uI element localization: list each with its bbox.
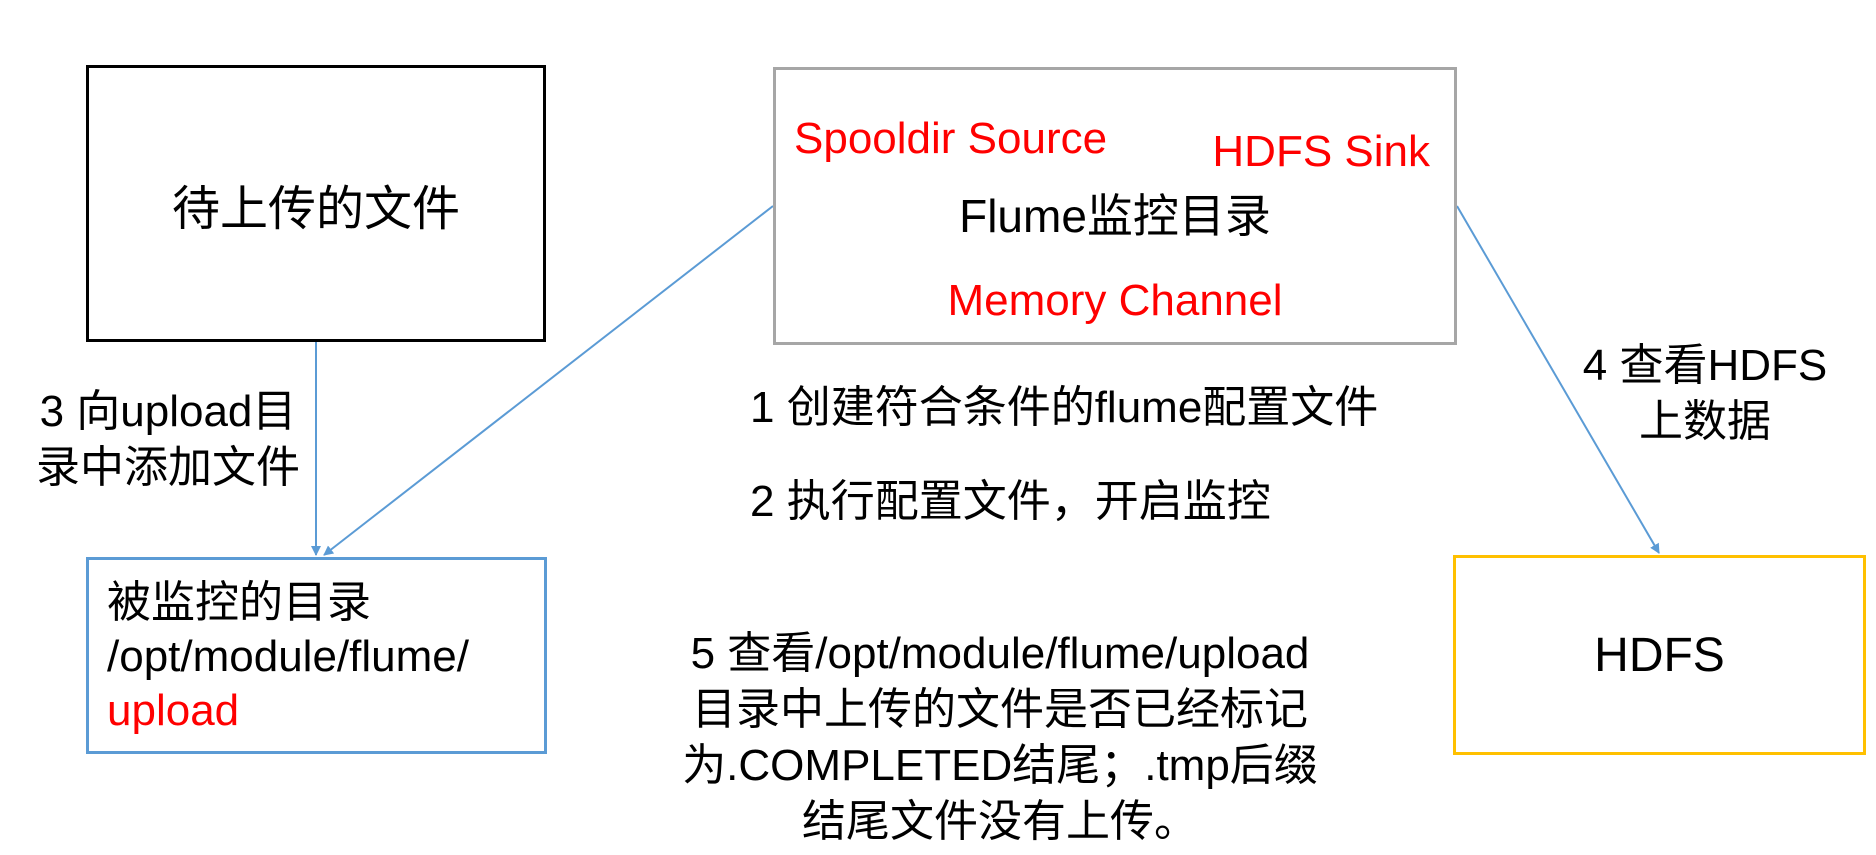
step5-line: 结尾文件没有上传。 (802, 797, 1198, 846)
flume-monitor-title: Flume监控目录 (959, 190, 1271, 242)
connector-flume-to-dir (323, 205, 774, 556)
step3-text: 3 向upload目 录中添加文件 (18, 384, 318, 496)
step2-text: 2 执行配置文件，开启监控 (750, 477, 1271, 526)
step1-text: 1 创建符合条件的flume配置文件 (750, 383, 1379, 432)
step5-text: 5 查看/opt/module/flume/upload 目录中上传的文件是否已… (640, 626, 1360, 850)
step5-line: 5 查看/opt/module/flume/upload (690, 629, 1310, 678)
hdfs-box: HDFS (1453, 555, 1866, 755)
monitored-directory-title: 被监控的目录 (107, 578, 371, 627)
connector-flume-to-hdfs (1456, 205, 1660, 554)
step4-line: 上数据 (1639, 397, 1771, 446)
spooldir-source-label: Spooldir Source (794, 114, 1108, 163)
flume-monitor-box: Spooldir Source HDFS Sink Flume监控目录 Memo… (773, 67, 1457, 345)
step5-line: 为.COMPLETED结尾；.tmp后缀 (682, 741, 1318, 790)
memory-channel-label: Memory Channel (947, 276, 1283, 325)
hdfs-sink-label: HDFS Sink (1212, 127, 1430, 176)
hdfs-label: HDFS (1594, 628, 1725, 682)
step4-line: 4 查看HDFS (1582, 341, 1828, 390)
monitored-directory-path: /opt/module/flume/ (107, 632, 469, 681)
files-to-upload-label: 待上传的文件 (171, 182, 460, 236)
step5-line: 目录中上传的文件是否已经标记 (692, 685, 1308, 734)
step4-text: 4 查看HDFS 上数据 (1560, 338, 1850, 450)
step3-line: 录中添加文件 (36, 443, 300, 492)
files-to-upload-box: 待上传的文件 (86, 65, 546, 342)
monitored-directory-box: 被监控的目录 /opt/module/flume/ upload (86, 557, 547, 754)
monitored-directory-upload: upload (107, 686, 240, 735)
step3-line: 3 向upload目 (39, 387, 297, 436)
